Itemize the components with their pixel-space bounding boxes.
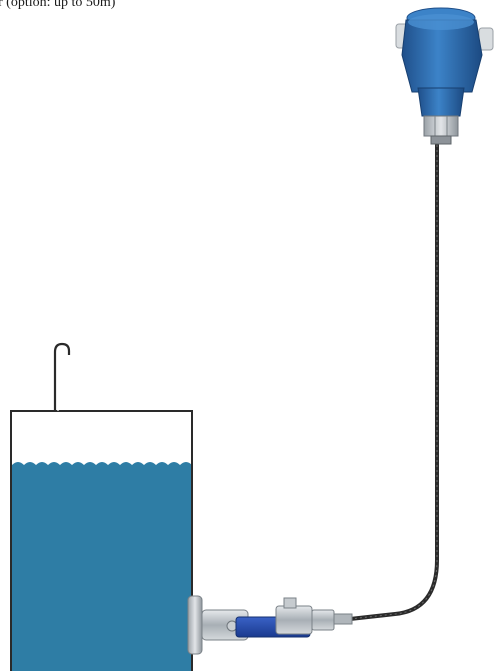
tank [11,344,192,671]
vent-pipe [55,344,69,411]
vent-pipe-inner [58,347,66,411]
transmitter-neck [418,88,464,116]
flange [188,596,202,654]
adapter-top-nut [284,598,296,608]
hex-fitting [424,116,458,136]
sensor-adapter [276,606,312,634]
sensor-assembly [188,596,352,654]
cable-entry [334,614,352,624]
adapter-nut [312,610,334,630]
liquid [12,462,192,671]
transmitter-housing [402,20,482,92]
cable-braid [350,140,437,619]
right-cable-gland [479,28,493,50]
pressure-transmitter [396,8,493,144]
cable-gland-bottom [431,136,451,144]
capillary-cable [350,140,437,619]
